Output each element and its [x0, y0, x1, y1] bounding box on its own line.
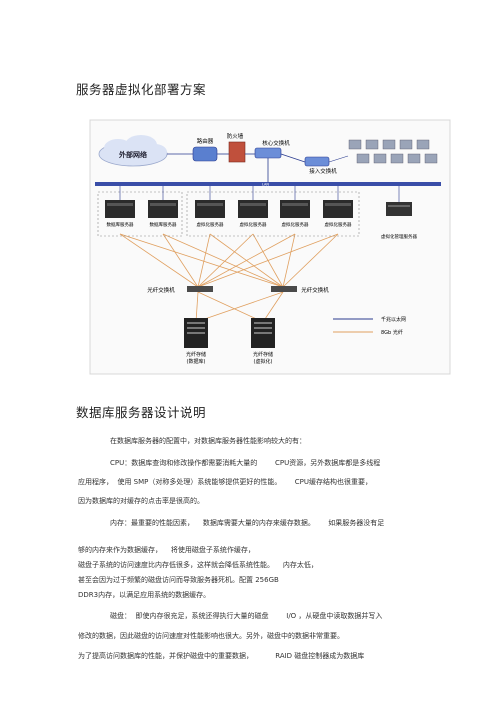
db-server-group: [97, 191, 183, 237]
cloud-icon: 外部网络: [98, 135, 168, 167]
virt-server-label-1: 虚拟化服务器: [197, 221, 224, 228]
paragraph-line: 修改的数据，因此磁盘的访问速度对性能影响也很大。另外，磁盘中的数据非常重要。: [78, 632, 344, 640]
access-switch-icon: 接入交换机: [304, 156, 337, 175]
firewall-icon: 防火墙: [227, 132, 246, 163]
virt-server-label-4: 虚拟化服务器: [325, 221, 352, 228]
router-label: 路由器: [197, 137, 214, 145]
virt-server-label-2: 虚拟化服务器: [240, 221, 267, 228]
virt-server-icon: [280, 200, 310, 218]
fiber-switch-icon: [271, 286, 297, 292]
db-server-label-2: 数据库服务器: [150, 221, 177, 228]
storage-db-label: 光纤存储: [186, 351, 206, 358]
storage-virt-label: 光纤存储: [253, 351, 273, 358]
fiber-switch-label-2: 光纤交换机: [301, 286, 329, 294]
legend-fiber-label: 8Gb 光纤: [381, 329, 403, 336]
mgmt-server-icon: [386, 202, 412, 216]
storage-db-icon: [184, 318, 208, 348]
fiber-links: [119, 233, 339, 323]
db-server-label-1: 数据库服务器: [107, 221, 134, 228]
paragraph-line: 磁盘子系统的访问速度比内存低很多，这样就会降低系统性能。 内存太低，: [78, 561, 318, 569]
paragraph-line: 在数据库服务器的配置中，对数据库服务器性能影响较大的有：: [110, 437, 306, 445]
section-title-db-design: 数据库服务器设计说明: [76, 405, 207, 420]
firewall-label: 防火墙: [227, 132, 244, 140]
storage-virt-icon: [251, 318, 275, 348]
paragraph-line: 内存：最重要的性能因素， 数据库需要大量的内存来缓存数据。 如果服务器没有足: [110, 519, 385, 527]
paragraph-line: 够的内存来作为数据缓存， 将使用磁盘子系统作缓存，: [78, 546, 255, 554]
virt-server-group: [186, 191, 360, 237]
db-server-icon: [148, 200, 178, 218]
fiber-switch-label-1: 光纤交换机: [147, 286, 175, 294]
lan-label: LAN: [262, 183, 269, 187]
virt-server-label-3: 虚拟化服务器: [282, 221, 309, 228]
storage-virt-sublabel: (虚拟化): [254, 358, 273, 365]
legend-ethernet-label: 千兆以太网: [381, 316, 406, 323]
paragraph-line: 磁盘： 即使内存很充足，系统还得执行大量的磁盘 I/O ，从硬盘中读取数据并写入: [110, 612, 383, 620]
paragraph-line: 为了提高访问数据库的性能，并保护磁盘中的重要数据， RAID 磁盘控制器成为数据…: [78, 652, 365, 660]
db-server-icon: [105, 200, 135, 218]
core-switch-label: 核心交换机: [262, 139, 290, 147]
access-switch-label: 接入交换机: [309, 167, 337, 175]
network-diagram: 外部网络 路由器 防火墙 核心交换机 接入交换机 LAN: [83, 112, 456, 382]
workstations-icon: [348, 139, 438, 164]
router-icon: 路由器: [192, 137, 218, 162]
paragraph-line: 甚至会因为过于频繁的磁盘访问而导致服务器死机。配置 256GB: [78, 576, 279, 584]
section-title-deployment: 服务器虚拟化部署方案: [76, 82, 207, 97]
virt-server-icon: [195, 200, 225, 218]
mgmt-server-label: 虚拟化管理服务器: [381, 233, 417, 240]
storage-db-sublabel: (数据库): [187, 358, 206, 365]
paragraph-line: 应用程序， 使用 SMP（对称多处理）系统能够提供更好的性能。 CPU缓存结构也…: [78, 478, 372, 486]
paragraph-line: 因为数据库的对缓存的点击率是很高的。: [78, 497, 204, 505]
cloud-label: 外部网络: [119, 150, 147, 159]
paragraph-line: DDR3内存，以满足应用系统的数据缓存。: [78, 591, 211, 599]
virt-server-icon: [238, 200, 268, 218]
paragraph-line: CPU：数据库查询和修改操作都需要消耗大量的 CPU资源，另外数据库都是多线程: [110, 459, 381, 467]
fiber-switch-icon: [187, 286, 213, 292]
lan-bar: [95, 182, 441, 186]
virt-server-icon: [323, 200, 353, 218]
